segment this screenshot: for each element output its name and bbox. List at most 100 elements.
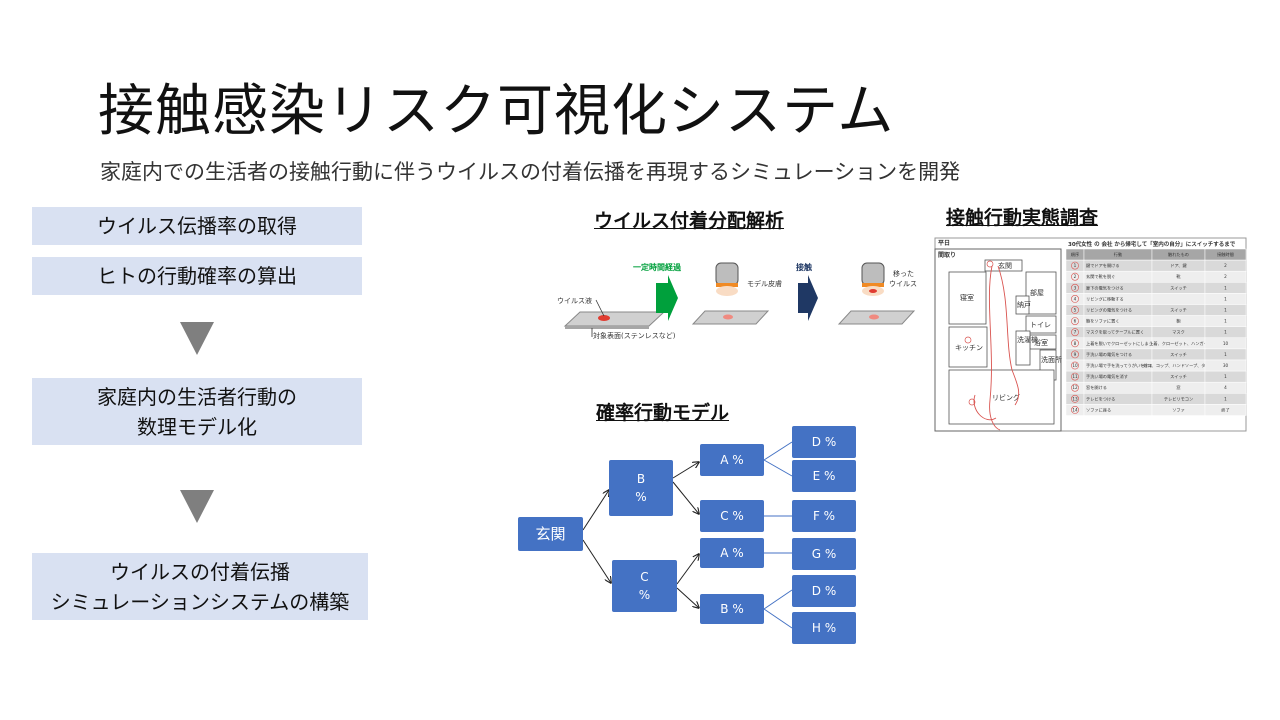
node-label: %	[638, 588, 651, 602]
table-cell-text: マスク	[1172, 330, 1185, 336]
room-entrance	[984, 259, 1023, 272]
down-arrow-icon	[180, 490, 214, 523]
step-marker	[986, 260, 994, 268]
step-behavior-probability: ヒトの行動確率の算出	[32, 257, 362, 295]
navy-arrow-icon	[798, 275, 818, 321]
tree-connector	[763, 608, 793, 629]
table-header-text: 接触時間	[1217, 251, 1234, 258]
row-number-circle	[1071, 394, 1079, 403]
row-number-circle	[1071, 317, 1079, 325]
table-cell-text: 7	[1074, 330, 1077, 335]
step-marker	[964, 336, 972, 344]
leader-line	[595, 299, 605, 317]
plate-edge	[565, 326, 649, 329]
virus-analysis-title: ウイルス付着分配解析	[594, 210, 785, 232]
row-number-circle	[1071, 361, 1079, 370]
table-cell-text: 1	[1074, 263, 1077, 268]
table-cell-text: 鞄	[1176, 318, 1181, 325]
table-cell-text: 玄関で靴を脱ぐ	[1086, 273, 1115, 280]
node-label: E %	[812, 469, 836, 483]
row-number-circle	[1071, 405, 1079, 414]
room-label: キッチン	[955, 344, 983, 352]
tree-arrow	[672, 481, 699, 514]
tree-node-c-top: C %	[700, 500, 764, 532]
tree-node-entrance: 玄関	[518, 517, 583, 551]
tree-node-a-bottom: A %	[700, 538, 764, 568]
row-number-circle	[1071, 328, 1079, 337]
table-cell-text: 1	[1224, 308, 1227, 313]
step-label-line2: シミュレーションシステムの構築	[50, 589, 350, 614]
table-cell-text: テレビリモコン	[1164, 395, 1193, 402]
contact-label: 接触	[796, 262, 812, 272]
table-cell-text: 14	[1072, 407, 1078, 412]
table-cell-text: 1	[1224, 374, 1227, 379]
moved-virus-spot	[869, 289, 877, 293]
row-number-circle	[1071, 261, 1079, 270]
room-living	[948, 369, 1055, 425]
virus-spot	[723, 314, 733, 320]
virus-liquid-drop	[598, 315, 610, 321]
table-cell-text: 鞄をソファに置く	[1086, 318, 1120, 325]
survey-title: 接触行動実態調査	[946, 207, 1099, 229]
table-cell-text: 4	[1074, 296, 1077, 301]
room-bedroom	[948, 271, 987, 325]
prob-model-title: 確率行動モデル	[596, 402, 730, 424]
node-label: H %	[811, 621, 837, 635]
table-cell-text: 11	[1072, 374, 1078, 379]
target-surface-label: 対象表面(ステンレスなど)	[593, 331, 676, 340]
page-title: 接触感染リスク可視化システム	[98, 79, 895, 144]
room-room	[1025, 271, 1057, 315]
table-cell-text: 4	[1224, 385, 1227, 390]
table-cell-text: 10	[1072, 363, 1078, 368]
table-cell-text: テレビをつける	[1086, 395, 1115, 402]
table-cell-text: 30	[1223, 363, 1229, 368]
table-cell-text: 6	[1074, 319, 1077, 324]
row-number-circle	[1071, 283, 1079, 292]
node-label: A %	[720, 546, 744, 560]
tree-node-c: C %	[612, 560, 677, 612]
room-label: トイレ	[1030, 321, 1051, 329]
table-cell-text: ソファ	[1172, 407, 1185, 413]
tree-node-a-top: A %	[700, 444, 764, 476]
table-cell-text: 1	[1224, 296, 1227, 301]
node-label: G %	[811, 547, 837, 561]
table-cell-text: 蛇口、コップ、ハンドソープ、タオル	[1143, 362, 1214, 369]
table-header-text: 触れたもの	[1168, 251, 1189, 258]
table-cell-text: スイッチ	[1170, 308, 1187, 313]
tree-arrow	[672, 462, 699, 479]
table-cell-text: 1	[1224, 352, 1227, 357]
table-cell-text: 3	[1074, 285, 1077, 290]
table-cell-text: 手洗い場の電気を消す	[1086, 373, 1128, 380]
room-label: 納戸	[1017, 300, 1031, 309]
node-label: C %	[720, 509, 744, 523]
room-kitchen	[948, 326, 988, 368]
step-label: ウイルス伝播率の取得	[97, 214, 297, 238]
table-cell-text: リビングの電気をつける	[1086, 307, 1132, 314]
step-marker	[968, 398, 976, 406]
table-cell-text: 窓	[1176, 384, 1180, 390]
sheet-label: 平日	[938, 240, 950, 247]
node-label: %	[635, 490, 647, 504]
moved-virus-label-1: 移った	[893, 269, 914, 278]
step-label-line1: ウイルスの付着伝播	[110, 559, 290, 584]
tree-leaf-g: G %	[792, 538, 856, 570]
table-cell-text: 1	[1224, 396, 1227, 401]
virus-spot	[869, 314, 879, 320]
table-cell	[1204, 404, 1247, 416]
table-cell-text: 13	[1072, 396, 1078, 401]
tree-arrow	[676, 554, 699, 585]
tree-arrow	[676, 587, 699, 608]
virus-liquid-label: ウイルス液	[557, 296, 592, 305]
tree-node-b: B %	[609, 460, 673, 516]
node-label: B %	[720, 602, 744, 616]
table-cell-text: 鍵でドアを開ける	[1086, 262, 1120, 269]
row-number-circle	[1071, 294, 1079, 303]
tree-leaf-f: F %	[792, 500, 856, 532]
table-cell-text: 5	[1074, 308, 1077, 313]
tree-leaf-e: E %	[792, 460, 856, 492]
model-skin-band	[716, 283, 738, 287]
tree-connector	[763, 441, 793, 461]
table-header-text: 行動	[1114, 251, 1122, 258]
